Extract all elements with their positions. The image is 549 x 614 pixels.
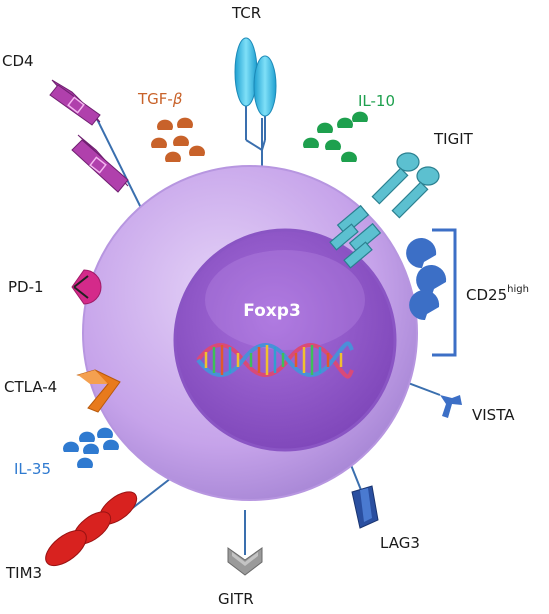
- foxp3-label: Foxp3: [243, 301, 301, 321]
- vista-receptor-icon: [440, 395, 462, 418]
- il10-label: IL-10: [358, 92, 395, 110]
- gitr-label: GITR: [218, 590, 254, 608]
- ctla4-receptor-icon: [76, 369, 121, 413]
- cd25-bracket: [432, 228, 457, 357]
- cd4-label: CD4: [2, 52, 34, 70]
- tigit-receptor-icon: [329, 152, 440, 269]
- dna-helix-icon: [196, 341, 354, 379]
- tcr-receptor-icon: [234, 37, 277, 151]
- tim3-receptor-icon: [45, 491, 138, 567]
- nucleus: [173, 228, 397, 452]
- il10-molecules-icon: [303, 111, 368, 162]
- vista-label: VISTA: [472, 406, 515, 424]
- cd4-receptor-icon: [49, 79, 129, 193]
- lag3-label: LAG3: [380, 534, 420, 552]
- tgfb-label: TGF-β: [137, 90, 183, 108]
- pd1-receptor-icon: [71, 269, 102, 305]
- tigit-label: TIGIT: [433, 130, 474, 148]
- gitr-receptor-icon: [227, 547, 263, 576]
- cd25-label: CD25high: [466, 284, 529, 304]
- pd1-label: PD-1: [8, 278, 44, 296]
- ctla4-label: CTLA-4: [4, 378, 57, 396]
- il35-label: IL-35: [14, 460, 51, 478]
- cd25-receptor-icon: [406, 238, 447, 321]
- tim3-label: TIM3: [5, 564, 42, 582]
- tcr-label: TCR: [231, 4, 261, 22]
- il35-molecules-icon: [62, 427, 119, 468]
- lag3-receptor-icon: [351, 485, 379, 529]
- tgfb-molecules-icon: [151, 117, 205, 162]
